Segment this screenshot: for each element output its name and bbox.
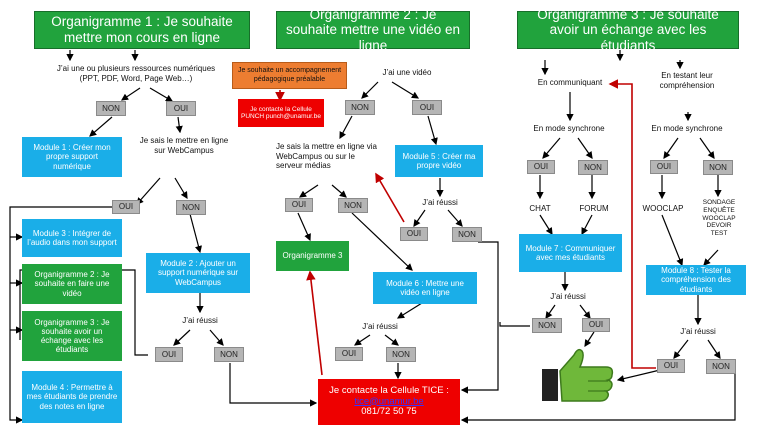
synchrone-b: En mode synchrone — [651, 124, 723, 133]
module-5-box[interactable]: Module 5 : Créer ma propre vidéo — [395, 145, 483, 177]
tice-email-link[interactable]: tice@unamur.be — [354, 395, 424, 407]
module-1-box[interactable]: Module 1 : Créer mon propre support numé… — [22, 137, 122, 177]
contact-punch-box[interactable]: Je contacte la Cellule PUNCH punch@unamu… — [238, 99, 324, 127]
tag-oui-5: OUI — [285, 198, 313, 212]
tag-oui-10: OUI — [582, 318, 610, 332]
tag-oui-3: OUI — [155, 347, 183, 362]
module-2-box[interactable]: Module 2 : Ajouter un support numérique … — [146, 253, 250, 293]
option-sondage: SONDAGE ENQUÊTE WOOCLAP DEVOIR TEST — [702, 199, 736, 238]
tag-non-8: NON — [578, 160, 608, 175]
reussi-col2: J’ai réussi — [362, 322, 398, 331]
tag-non-4: NON — [345, 100, 375, 115]
reussi-col2-top: J’ai réussi — [422, 198, 458, 207]
organigramme-2-link[interactable]: Organigramme 2 : Je souhaite en faire un… — [22, 264, 122, 304]
option-forum: FORUM — [579, 204, 609, 213]
reussi-col3-b: J’ai réussi — [680, 327, 716, 336]
module-7-box[interactable]: Module 7 : Communiquer avec mes étudiant… — [519, 234, 622, 272]
tag-oui-11: OUI — [657, 359, 685, 373]
option-chat: CHAT — [529, 204, 551, 213]
title-organigramme-2: Organigramme 2 : Je souhaite mettre une … — [276, 7, 470, 53]
question-serveur-medias: Je sais la mettre en ligne via WebCampus… — [276, 142, 377, 171]
module-3-box[interactable]: Module 3 : Intégrer de l’audio dans mon … — [22, 219, 122, 257]
module-4-box[interactable]: Module 4 : Permettre à mes étudiants de … — [22, 371, 122, 423]
tice-phone: 081/72 50 75 — [361, 406, 417, 418]
title-organigramme-1: Organigramme 1 : Je souhaite mettre mon … — [34, 11, 250, 49]
synchrone-a: En mode synchrone — [533, 124, 605, 133]
module-6-box[interactable]: Module 6 : Mettre une vidéo en ligne — [373, 272, 477, 304]
reussi-col3-a: J’ai réussi — [550, 292, 586, 301]
tag-non-5: NON — [338, 198, 368, 213]
tag-non-9: NON — [703, 160, 733, 175]
tag-oui-4: OUI — [412, 100, 442, 115]
en-communiquant: En communiquant — [537, 78, 603, 87]
reussi-col1: J’ai réussi — [182, 316, 218, 325]
tag-non-11: NON — [706, 359, 736, 374]
contact-tice-box[interactable]: Je contacte la Cellule TICE : tice@unamu… — [318, 379, 460, 425]
accompagnement-box[interactable]: Je souhaite un accompagnement pédagogiqu… — [232, 62, 347, 89]
tag-oui-7: OUI — [335, 347, 363, 361]
organigramme-3-box[interactable]: Organigramme 3 — [276, 241, 349, 271]
question-video: J’ai une vidéo — [382, 68, 432, 77]
tag-non-6: NON — [452, 227, 482, 242]
tag-oui-6: OUI — [400, 227, 428, 241]
question-webcampus: Je sais le mettre en ligne sur WebCampus — [139, 136, 229, 155]
title-organigramme-3: Organigramme 3 : Je souhaite avoir un éc… — [517, 7, 739, 53]
tag-oui-1: OUI — [166, 101, 196, 116]
tag-non-2: NON — [176, 200, 206, 215]
option-wooclap: WOOCLAP — [642, 204, 684, 213]
thumbs-up-icon — [540, 345, 616, 403]
organigramme-3-link[interactable]: Organigramme 3 : Je souhaite avoir un éc… — [22, 311, 122, 361]
tag-oui-2: OUI — [112, 200, 140, 214]
tag-non-10: NON — [532, 318, 562, 333]
tag-oui-8: OUI — [527, 160, 555, 174]
question-ressources: J’ai une ou plusieurs ressources numériq… — [56, 64, 216, 83]
tag-non-7: NON — [386, 347, 416, 362]
module-8-box[interactable]: Module 8 : Tester la compréhension des é… — [646, 265, 746, 295]
tag-non-3: NON — [214, 347, 244, 362]
tag-non-1: NON — [96, 101, 126, 116]
tice-title: Je contacte la Cellule TICE : — [329, 384, 449, 396]
en-testant-comprehension: En testant leur compréhension — [659, 71, 715, 90]
tag-oui-9: OUI — [650, 160, 678, 174]
